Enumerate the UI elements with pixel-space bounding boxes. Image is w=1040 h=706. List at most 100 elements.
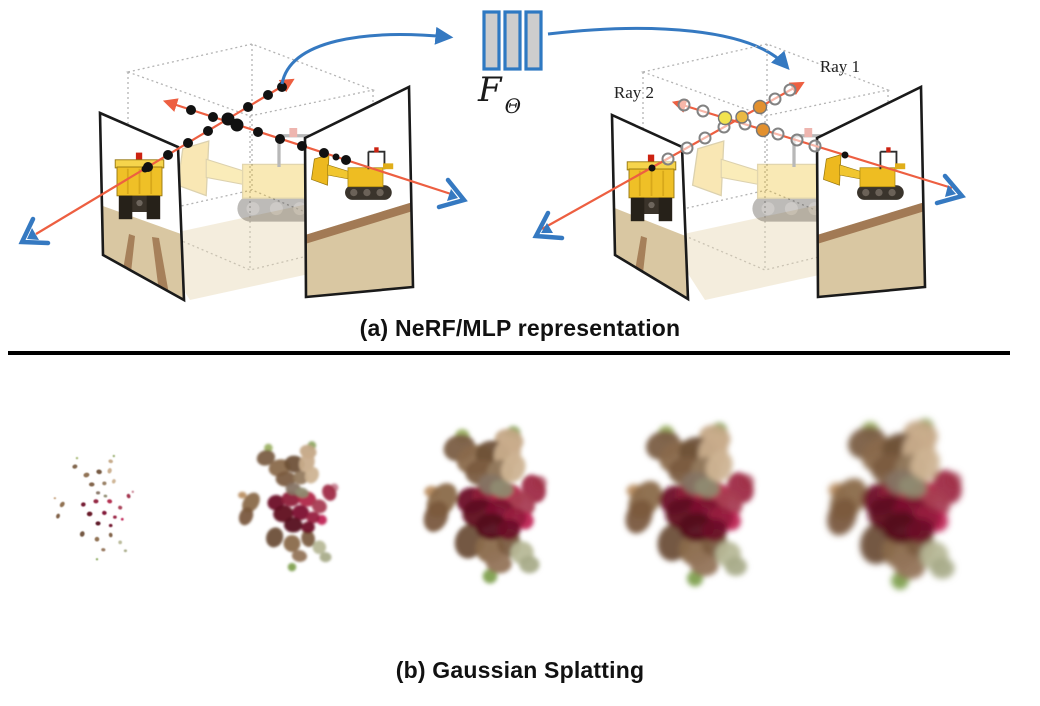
gaussian-bear-svg: [238, 441, 339, 572]
gaussian-blob: [53, 497, 57, 500]
gaussian-blob: [485, 552, 512, 574]
gaussian-blob: [423, 500, 449, 532]
camera-frustum-icon-right: [532, 173, 966, 241]
gaussian-blob: [264, 443, 273, 453]
image-plane-left-1: [98, 110, 186, 303]
gaussian-blob: [929, 557, 955, 579]
gaussian-blob: [275, 471, 296, 487]
gaussian-splatting-row: [0, 408, 1040, 628]
gaussian-blob: [705, 451, 733, 483]
gaussian-blob: [694, 478, 720, 498]
gaussian-blob: [625, 499, 653, 534]
gaussian-blob: [238, 507, 254, 526]
gaussian-bear-svg: [827, 418, 963, 590]
gaussian-blob: [56, 513, 61, 519]
gaussian-bear-svg: [625, 422, 755, 587]
gaussian-blob: [123, 549, 128, 553]
gaussian-blob: [893, 554, 926, 580]
gaussian-blob: [107, 468, 112, 474]
mlp-output-arrow: [547, 26, 790, 71]
nerf-left-scene: [18, 43, 468, 303]
camera-arrowheads-right: [541, 185, 956, 233]
gaussian-blob: [93, 499, 99, 504]
gaussian-blob: [906, 518, 935, 544]
gaussian-blob: [292, 504, 310, 521]
gaussian-blob: [519, 555, 540, 574]
gaussian-blob: [827, 497, 858, 536]
nerf-right-scene: Ray 1 Ray 2: [532, 43, 966, 302]
gaussian-bear-svg: [423, 426, 547, 584]
gaussian-blob: [256, 450, 276, 466]
gaussian-blob: [108, 532, 113, 538]
gaussian-blob: [108, 459, 113, 464]
gaussian-blob: [94, 536, 100, 542]
gaussian-blob: [102, 481, 107, 486]
gaussian-blob: [86, 511, 93, 517]
gaussian-blob: [701, 518, 728, 542]
gaussian-blob: [238, 491, 247, 499]
gaussian-blob: [126, 493, 131, 499]
gaussian-blob: [482, 568, 498, 584]
gaussian-blob: [311, 499, 327, 514]
gaussian-blob: [301, 530, 315, 547]
gaussian-blob: [118, 505, 123, 510]
gaussian-blob: [96, 469, 102, 475]
gaussian-blob: [898, 476, 927, 498]
gaussian-blob: [107, 499, 113, 504]
gaussian-stage-5: [800, 408, 1000, 623]
camera-frustum-icon: [18, 177, 468, 246]
gaussian-blob: [501, 454, 526, 483]
gaussian-blob: [112, 454, 116, 458]
image-plane-right-2: [815, 84, 927, 299]
sample-points-open: [661, 83, 822, 166]
gaussian-blob: [319, 552, 332, 563]
gaussian-blob: [113, 515, 117, 519]
gaussian-blob: [95, 521, 101, 526]
plane-hit-points: [648, 151, 849, 172]
gaussian-stage-3: [390, 408, 590, 623]
gaussian-blob: [120, 517, 124, 521]
camera-arrowheads-left: [27, 189, 458, 240]
gaussian-stage-1: [0, 408, 197, 623]
gaussian-blob: [95, 558, 99, 561]
gaussian-blob: [497, 519, 521, 540]
gaussian-blob: [118, 540, 123, 545]
gaussian-blob: [75, 456, 79, 460]
gaussian-blob: [295, 487, 309, 498]
gaussian-blob: [293, 470, 309, 485]
gaussian-blob: [910, 447, 940, 483]
ray2-label: Ray 2: [614, 83, 654, 102]
mlp-input-arrow: [280, 26, 454, 85]
gaussian-blob: [490, 479, 514, 498]
gaussian-blob: [281, 491, 301, 507]
gaussian-blob: [287, 562, 297, 572]
gaussian-blob: [284, 455, 305, 473]
gaussian-blob: [322, 484, 337, 501]
gaussian-blob: [283, 517, 303, 533]
gaussian-blob: [111, 479, 116, 484]
section-divider: [8, 351, 1010, 355]
gaussian-blob: [265, 527, 284, 548]
gaussian-blob: [131, 490, 134, 493]
nerf-panel: FΘ: [18, 10, 966, 303]
gaussian-blob: [283, 535, 301, 553]
gaussian-bear-svg: [53, 454, 134, 561]
gaussian-blob: [724, 556, 748, 577]
gaussian-blob: [689, 553, 719, 577]
ray1-label: Ray 1: [820, 57, 860, 76]
gaussian-blob: [83, 472, 90, 478]
gaussian-blob: [88, 482, 95, 487]
gaussian-blob: [72, 464, 78, 469]
gaussian-blob: [273, 505, 294, 523]
gaussian-stage-2: [192, 408, 392, 623]
image-plane-left-2: [610, 112, 690, 302]
gaussian-blob: [312, 540, 327, 555]
gaussian-blob: [108, 523, 113, 528]
gaussian-blob: [103, 494, 108, 498]
gaussian-blob: [95, 491, 101, 495]
caption-nerf: (a) NeRF/MLP representation: [359, 315, 681, 341]
gaussian-blob: [301, 521, 315, 534]
sample-points-black: [141, 82, 351, 173]
caption-gaussian: (b) Gaussian Splatting: [395, 657, 645, 683]
